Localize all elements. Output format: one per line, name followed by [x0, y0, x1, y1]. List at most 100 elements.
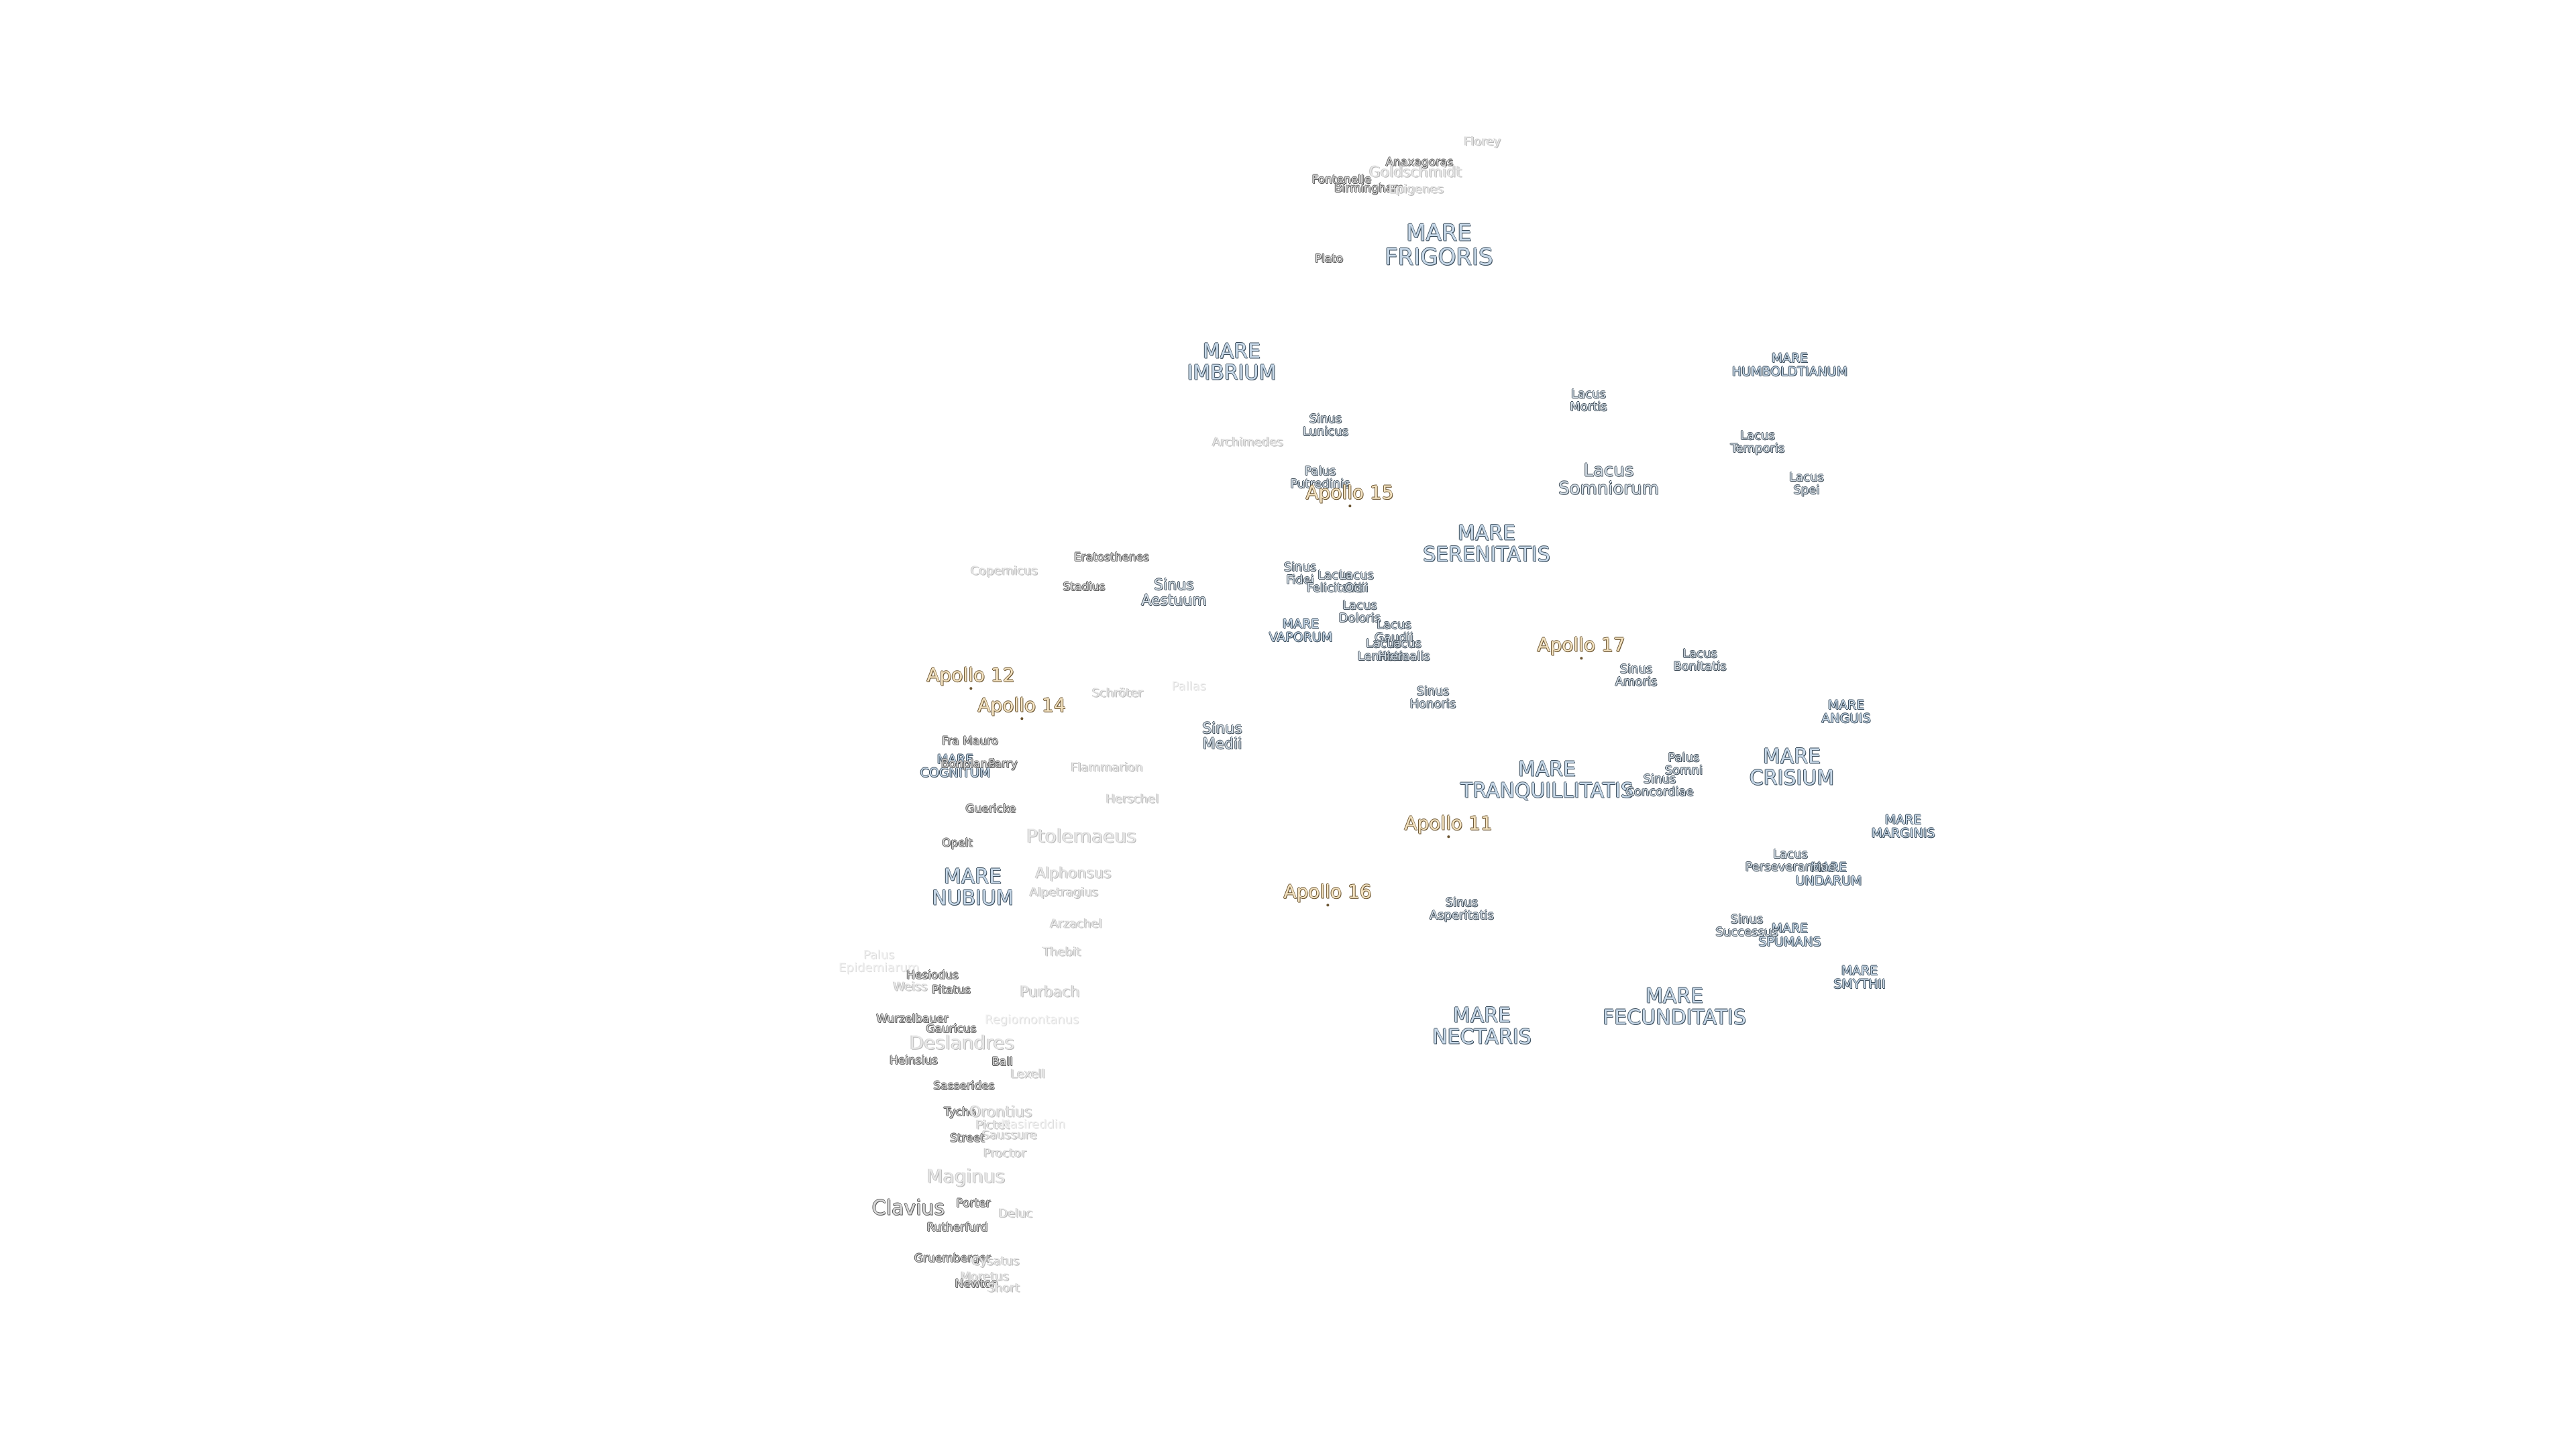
- label-apollo-11[interactable]: Apollo 11: [1404, 813, 1493, 839]
- label-ball[interactable]: Ball: [991, 1056, 1013, 1069]
- label-ptolemaeus[interactable]: Ptolemaeus: [1026, 826, 1136, 846]
- label-alphonsus[interactable]: Alphonsus: [1035, 865, 1111, 881]
- label-newton[interactable]: Newton: [955, 1278, 999, 1291]
- label-apollo-15[interactable]: Apollo 15: [1305, 482, 1394, 508]
- label-deslandres[interactable]: Deslandres: [910, 1032, 1015, 1053]
- label-nasireddin[interactable]: Nasireddin: [1001, 1118, 1065, 1132]
- label-porter[interactable]: Porter: [956, 1197, 990, 1210]
- label-street[interactable]: Street: [950, 1132, 985, 1145]
- label-herschel[interactable]: Herschel: [1106, 793, 1159, 806]
- label-flammarion[interactable]: Flammarion: [1071, 761, 1142, 775]
- label-bonpland[interactable]: Bonpland: [941, 758, 995, 771]
- label-saussure[interactable]: Saussure: [982, 1129, 1037, 1142]
- label-tycho[interactable]: Tycho: [944, 1106, 976, 1119]
- label-thebit[interactable]: Thebit: [1043, 946, 1081, 959]
- label-lexell[interactable]: Lexell: [1010, 1068, 1045, 1081]
- label-clavius[interactable]: Clavius: [872, 1197, 945, 1219]
- label-gauricus[interactable]: Gauricus: [926, 1023, 976, 1036]
- label-apollo-16[interactable]: Apollo 16: [1283, 881, 1372, 908]
- label-weiss[interactable]: Weiss: [893, 981, 928, 994]
- label-pictet[interactable]: Pictet: [976, 1119, 1010, 1132]
- label-guericke[interactable]: Guericke: [965, 803, 1016, 816]
- label-archimedes[interactable]: Archimedes: [1212, 436, 1283, 449]
- label-stadius[interactable]: Stadius: [1063, 581, 1105, 594]
- label-apollo-12[interactable]: Apollo 12: [926, 665, 1015, 691]
- label-goldschmidt[interactable]: Goldschmidt: [1369, 164, 1462, 180]
- label-moretus[interactable]: Moretus: [961, 1271, 1009, 1284]
- label-gruemberger[interactable]: Gruemberger: [914, 1252, 991, 1265]
- label-orontius[interactable]: Orontius: [969, 1104, 1032, 1120]
- label-fra-mauro[interactable]: Fra Mauro: [942, 735, 998, 748]
- label-pallas[interactable]: Pallas: [1171, 680, 1206, 694]
- label-fontenelle[interactable]: Fontenelle: [1312, 174, 1372, 186]
- label-pitatus[interactable]: Pitatus: [932, 984, 971, 997]
- label-plato[interactable]: Plato: [1315, 253, 1343, 266]
- label-florey[interactable]: Florey: [1464, 136, 1501, 149]
- label-schroter[interactable]: Schröter: [1092, 687, 1143, 700]
- label-epigenes[interactable]: Epigenes: [1389, 183, 1444, 197]
- label-wurzelbauer[interactable]: Wurzelbauer: [876, 1013, 949, 1026]
- label-apollo-17[interactable]: Apollo 17: [1537, 635, 1625, 661]
- label-hesiodus[interactable]: Hesiodus: [906, 969, 959, 982]
- label-rutherfurd[interactable]: Rutherfurd: [927, 1222, 988, 1234]
- label-alpetragius[interactable]: Alpetragius: [1030, 886, 1099, 900]
- label-anaxagoras[interactable]: Anaxagoras: [1386, 156, 1454, 169]
- label-copernicus[interactable]: Copernicus: [971, 565, 1038, 578]
- label-maginus[interactable]: Maginus: [927, 1166, 1006, 1186]
- label-heinsius[interactable]: Heinsius: [890, 1055, 938, 1067]
- label-sasserides[interactable]: Sasserides: [933, 1080, 994, 1093]
- label-eratosthenes[interactable]: Eratosthenes: [1074, 551, 1149, 564]
- label-cysatus[interactable]: Cysatus: [971, 1255, 1019, 1269]
- label-purbach[interactable]: Purbach: [1020, 984, 1079, 1000]
- label-proctor[interactable]: Proctor: [983, 1147, 1026, 1161]
- label-birmingham[interactable]: Birmingham: [1334, 182, 1404, 195]
- label-regiomontanus[interactable]: Regiomontanus: [985, 1014, 1079, 1027]
- label-parry[interactable]: Parry: [988, 758, 1018, 771]
- label-opelt[interactable]: Opelt: [942, 837, 973, 850]
- label-arzachel[interactable]: Arzachel: [1050, 918, 1102, 931]
- label-apollo-14[interactable]: Apollo 14: [977, 695, 1066, 721]
- label-deluc[interactable]: Deluc: [998, 1208, 1032, 1221]
- label-short[interactable]: Short: [987, 1282, 1020, 1295]
